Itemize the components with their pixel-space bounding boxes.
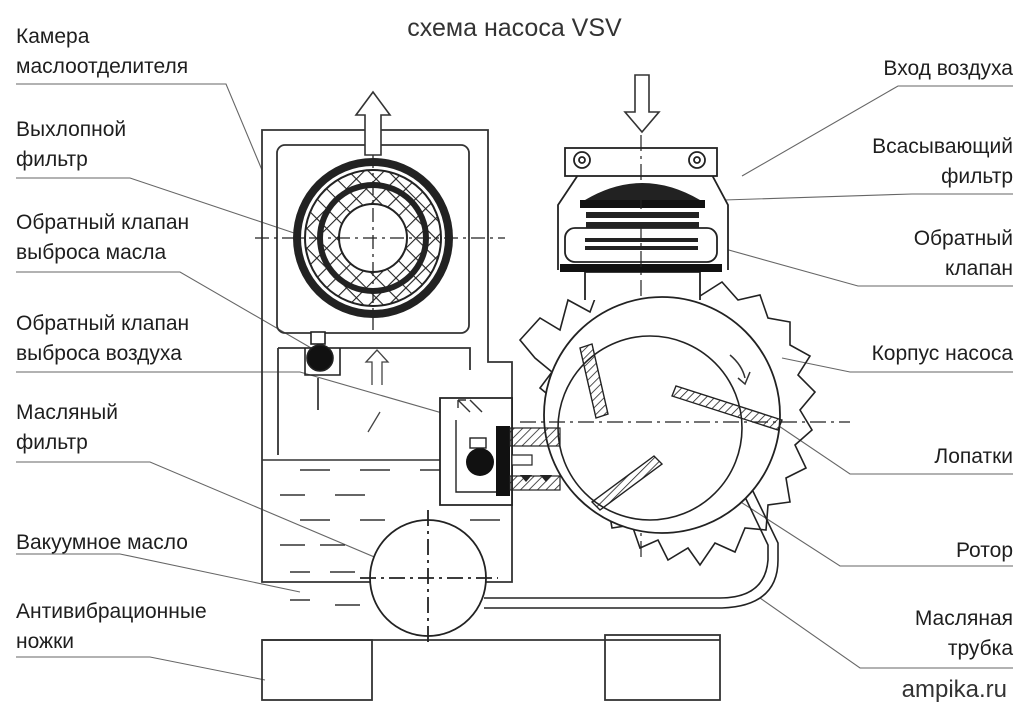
oil-check-valve [304,331,341,410]
air-check-valve [439,397,561,506]
oil-filter [360,510,498,646]
label-pump-housing: Корпус насоса [871,342,1013,365]
label-rotor: Ротор [955,539,1013,562]
label-air-inlet: Вход воздуха [883,57,1013,80]
leader-lines-left [16,83,509,681]
air-inlet-arrow-icon [623,74,661,134]
label-vacuum-oil: Вакуумное масло [16,531,188,554]
rotor-chamber [543,296,781,534]
intake-filter [580,183,705,228]
rotation-arrow-icon [729,354,751,386]
oil-tube [484,422,779,609]
exhaust-filter [255,100,505,335]
air-flow-arrow-icon [457,399,483,413]
leader-lines-right [687,85,1013,669]
diagram-title: схема насоса VSV [407,14,622,42]
vanes [579,343,783,511]
watermark: ampika.ru [901,676,1007,703]
exhaust-arrow-icon [354,90,392,156]
anti-vibration-feet [261,634,721,701]
label-vanes: Лопатки [934,445,1013,468]
flow-arrow-icon [364,349,390,433]
